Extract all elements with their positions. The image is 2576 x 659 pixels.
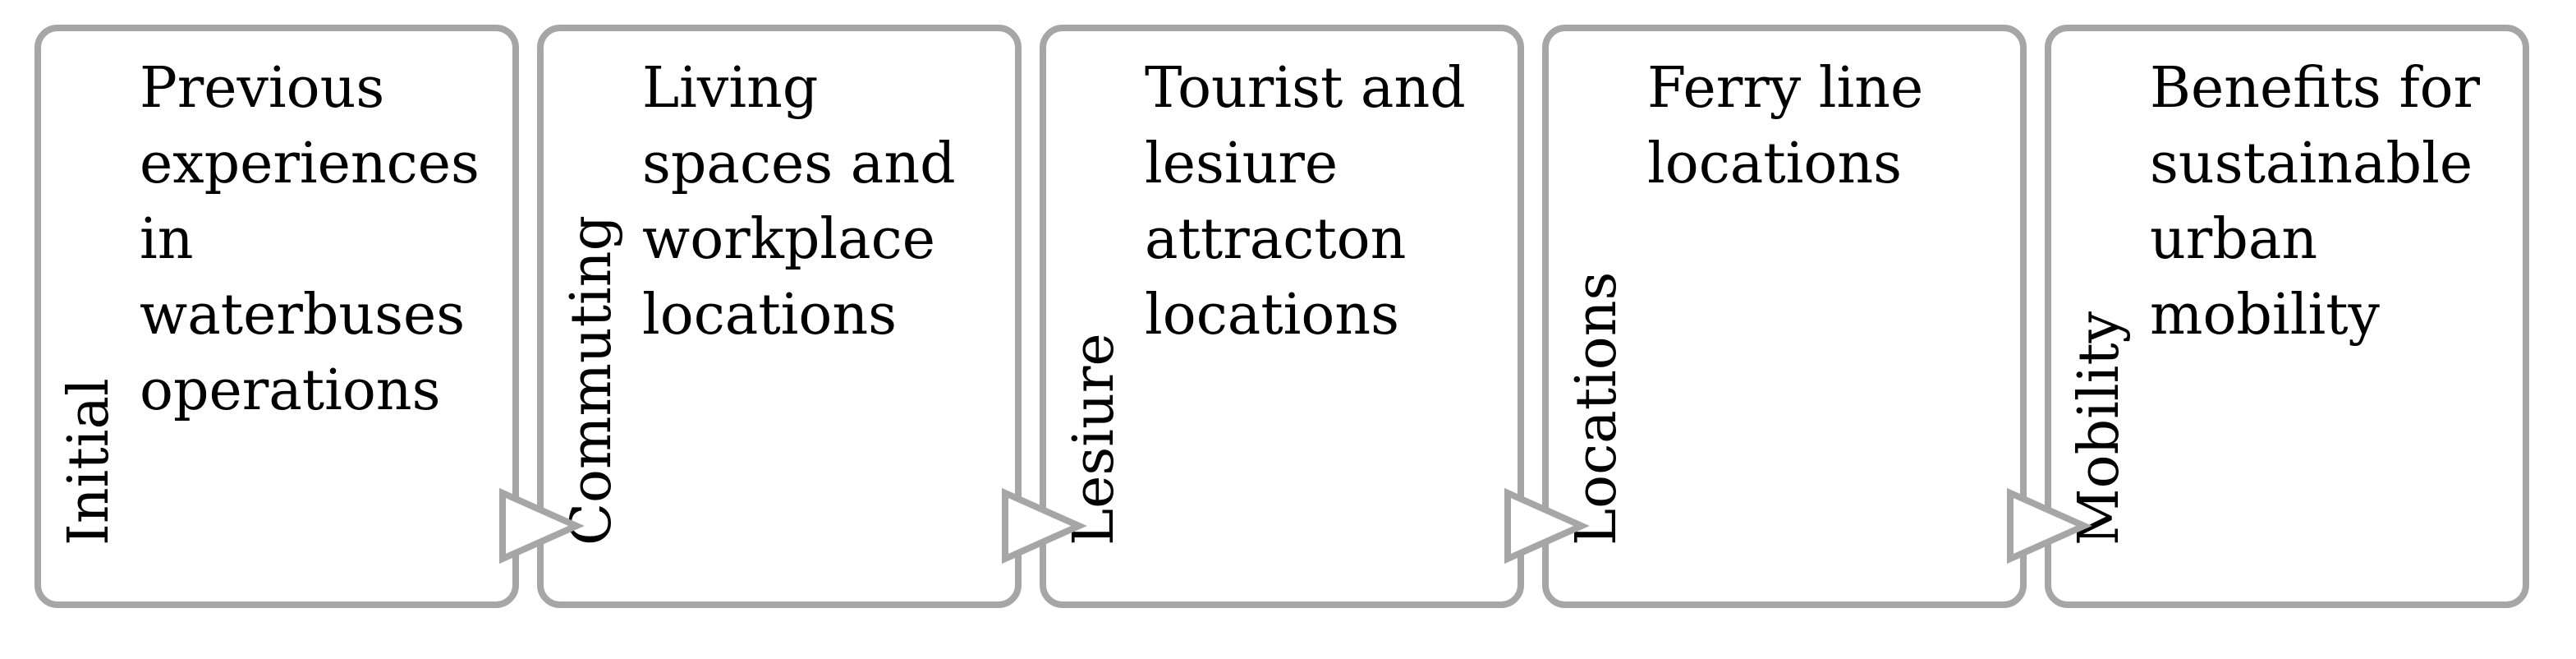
step-box-locations: Locations Ferry line locations bbox=[1542, 25, 2027, 608]
step-label-mobility: Mobility bbox=[2067, 311, 2132, 546]
step-label-locations: Locations bbox=[1564, 271, 1629, 546]
step-label-container: Initial bbox=[41, 31, 138, 601]
step-label-container: Commuting bbox=[544, 31, 641, 601]
step-box-lesiure: Lesiure Tourist and lesiure attracton lo… bbox=[1040, 25, 1524, 608]
step-label-lesiure: Lesiure bbox=[1062, 333, 1127, 546]
step-text-locations: Ferry line locations bbox=[1647, 56, 1924, 196]
step-box-mobility: Mobility Benefits for sustainable urban … bbox=[2045, 25, 2529, 608]
step-text-mobility: Benefits for sustainable urban mobility bbox=[2150, 56, 2481, 348]
step-text-commuting: Living spaces and workplace locations bbox=[642, 56, 956, 348]
step-label-initial: Initial bbox=[57, 378, 122, 546]
step-text-lesiure: Tourist and lesiure attracton locations bbox=[1145, 56, 1466, 348]
step-text-initial: Previous experiences in waterbuses opera… bbox=[140, 56, 480, 423]
step-label-commuting: Commuting bbox=[559, 214, 624, 546]
step-label-container: Locations bbox=[1549, 31, 1646, 601]
step-label-container: Mobility bbox=[2051, 31, 2148, 601]
step-box-initial: Initial Previous experiences in waterbus… bbox=[34, 25, 519, 608]
step-box-commuting: Commuting Living spaces and workplace lo… bbox=[537, 25, 1022, 608]
step-label-container: Lesiure bbox=[1046, 31, 1143, 601]
